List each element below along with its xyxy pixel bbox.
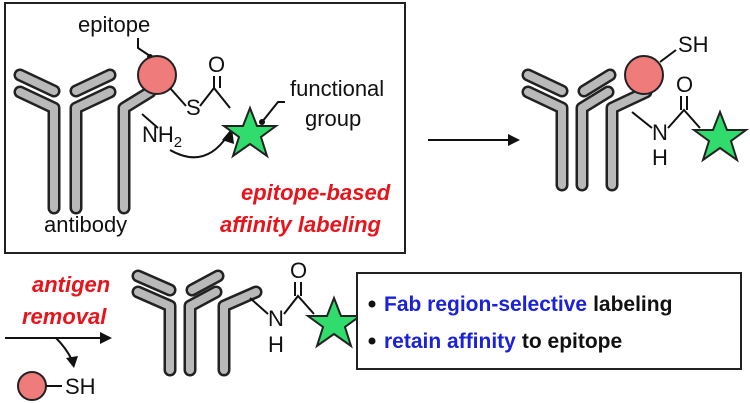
amide-linker-bottom: [249, 294, 315, 315]
epitope-bead: [137, 55, 177, 95]
o-atom-top: O: [676, 72, 693, 97]
antibody-before: [13, 68, 117, 215]
carbonyl-double: [213, 76, 221, 88]
bullet-dot-1: [368, 300, 376, 308]
amide-carbonyl-bottom: [294, 282, 302, 296]
bullet-dot-2: [368, 337, 376, 345]
method-label-line1: epitope-based: [241, 180, 391, 205]
antibody-labeled: [131, 269, 263, 377]
antibody-bound: [521, 68, 653, 192]
antibody-label: antibody: [44, 212, 127, 237]
removal-arrow-head: [100, 332, 112, 344]
functional-group-star-1: [220, 105, 280, 159]
o-atom-label-1: O: [208, 52, 225, 77]
epitope-bead-bound: [624, 55, 664, 95]
functional-group-star-3: [304, 295, 364, 349]
bullet-2: retain affinity to epitope: [384, 330, 622, 353]
sh-label-bottom: SH: [65, 374, 96, 399]
antibody-before-arm2: [117, 85, 157, 215]
functional-pointer: [261, 101, 285, 123]
antigen-label: antigen: [32, 272, 110, 297]
group-label: group: [305, 106, 361, 131]
bullet-1-highlight: Fab region-selective: [384, 293, 587, 316]
thioester-linker-2: [199, 86, 231, 109]
amide-linker-top: [631, 108, 701, 129]
o-atom-bottom: O: [290, 258, 307, 283]
nh2-label: NH2: [142, 122, 182, 151]
thioester-linker: [169, 87, 187, 107]
epitope-pointer: [137, 38, 151, 57]
released-epitope: [17, 371, 47, 401]
bullet-2-highlight: retain affinity: [384, 330, 516, 353]
bullet-2-rest: to epitope: [522, 330, 622, 353]
sh-bond: [659, 49, 677, 63]
attack-arrow: [169, 134, 229, 159]
functional-group-star-2: [690, 109, 750, 163]
n-atom-bottom: N: [268, 306, 284, 331]
s-atom-label: S: [186, 95, 201, 120]
bullet-1-rest: labeling: [593, 293, 672, 316]
h-atom-top: H: [652, 145, 668, 170]
mechanism-frame: [4, 2, 406, 254]
removal-label: removal: [22, 304, 107, 329]
amine-bond: [141, 113, 159, 129]
removal-curve-head: [66, 356, 78, 368]
n-atom-top: N: [652, 120, 668, 145]
summary-box: [356, 272, 742, 370]
bullet-1: Fab region-selective labeling: [384, 293, 672, 316]
h-atom-bottom: H: [268, 332, 284, 357]
sh-label-top: SH: [678, 32, 709, 57]
removal-curve: [55, 337, 73, 361]
epitope-label: epitope: [78, 12, 150, 37]
method-label-line2: affinity labeling: [220, 212, 382, 237]
reaction-arrow-head: [508, 134, 520, 146]
amide-carbonyl-top: [680, 96, 688, 110]
functional-label: functional: [290, 76, 384, 101]
